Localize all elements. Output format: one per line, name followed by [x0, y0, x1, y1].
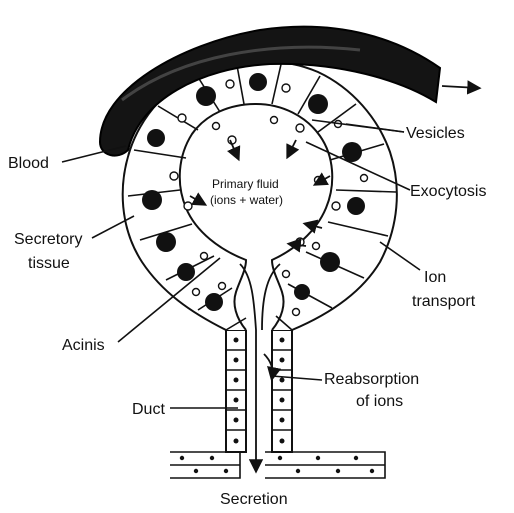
- label-secretory-2: tissue: [28, 255, 70, 272]
- label-ion-1: Ion: [424, 269, 446, 286]
- label-vesicles: Vesicles: [406, 125, 465, 142]
- label-ion-2: transport: [412, 293, 476, 310]
- duct-walls: [226, 330, 292, 452]
- base-duct: [170, 452, 385, 478]
- label-blood: Blood: [8, 155, 49, 172]
- label-secretion: Secretion: [220, 491, 288, 508]
- label-reabsorption-2: of ions: [356, 393, 403, 410]
- label-reabsorption-1: Reabsorption: [324, 371, 419, 388]
- label-acinis: Acinis: [62, 337, 105, 354]
- label-exocytosis: Exocytosis: [410, 183, 486, 200]
- label-duct: Duct: [132, 401, 165, 418]
- label-primary-fluid-2: (ions + water): [210, 193, 283, 207]
- label-secretory-1: Secretory: [14, 231, 82, 248]
- label-primary-fluid-1: Primary fluid: [212, 177, 279, 191]
